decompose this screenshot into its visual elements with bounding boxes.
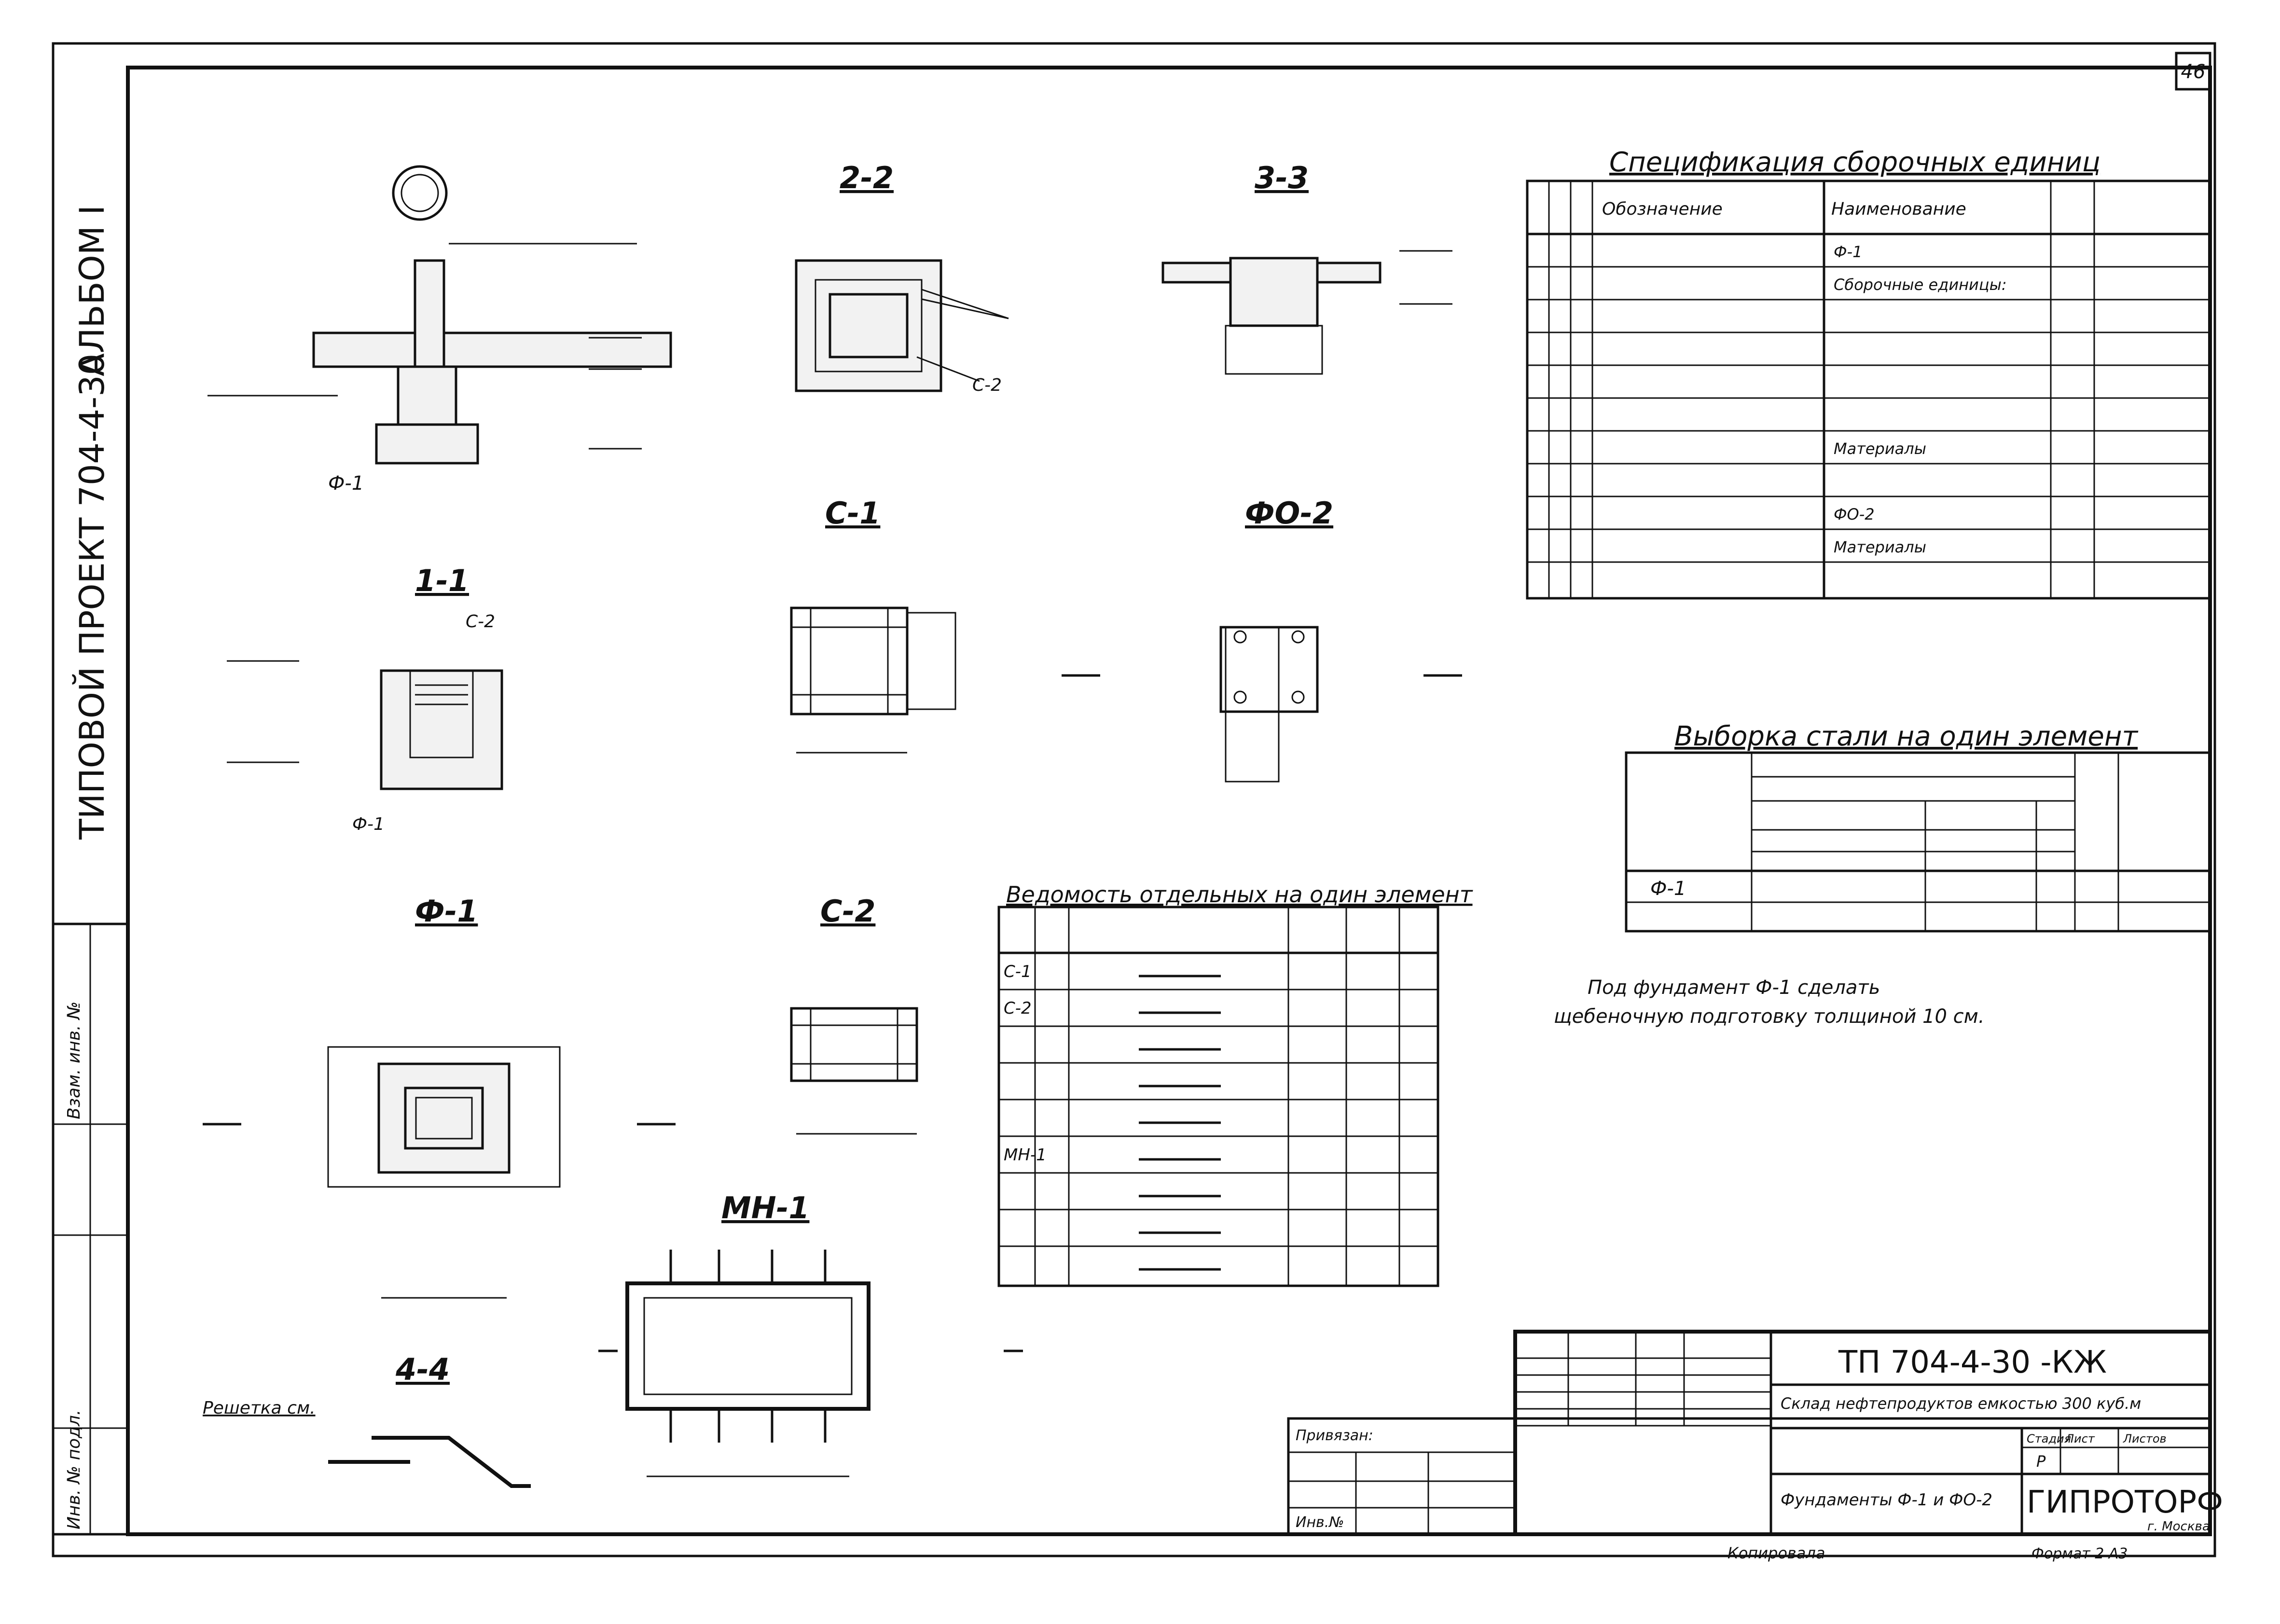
view-f-1-title: Ф-1: [415, 894, 478, 929]
tb-sheets-label: Листов: [2123, 1432, 2167, 1445]
spec-cell-name: Сборочные единицы:: [1834, 275, 2007, 294]
spec-cell-name: ФО-2: [1834, 505, 1875, 523]
view-c-2-title: С-2: [820, 894, 875, 929]
view-3-3-title: 3-3: [1255, 160, 1309, 195]
tb-kopiroval: Копировала: [1727, 1544, 1825, 1562]
margin-stamp-top: Взам. инв. №: [64, 1002, 84, 1119]
outer-frame: [52, 42, 2216, 1557]
view-4-4: 4-4 Решетка см.: [203, 1352, 531, 1488]
view-c-1-title: С-1: [825, 495, 880, 531]
steel-title: Выборка стали на один элемент: [1674, 721, 2138, 752]
steel-row: Ф-1: [1650, 878, 1686, 900]
spec-cell-name: Материалы: [1834, 440, 1926, 458]
steel-table: Выборка стали на один элемент Ф-1: [1625, 721, 2211, 933]
view-3-3: 3-3: [1161, 160, 1452, 375]
note-line-1: щебеночную подготовку толщиной 10 см.: [1554, 1005, 1985, 1028]
view-fo-2-title: ФО-2: [1245, 495, 1333, 531]
tb-stage-label: Стадия: [2027, 1432, 2071, 1445]
spec-header-1: Наименование: [1831, 199, 1966, 219]
left-margin: ТИПОВОЙ ПРОЕКТ 704-4-30 АЛЬБОМ I Взам. и…: [52, 205, 129, 1536]
foundation-note: Под фундамент Ф-1 сделать щебеночную под…: [1554, 977, 1985, 1028]
view-4-4-title: 4-4: [395, 1352, 450, 1387]
rebar-cell-mark: С-1: [1004, 962, 1032, 981]
spec-cell-name: Материалы: [1834, 538, 1926, 556]
tb-org-city: г. Москва: [2147, 1519, 2210, 1534]
view-2-2: 2-2 С-2: [795, 160, 1009, 395]
steel-cell: Ф-1: [1650, 878, 1686, 900]
view-1-1-label-0: С-2: [466, 612, 495, 632]
view-2-2-title: 2-2: [840, 160, 894, 195]
rebar-table: Ведомость отдельных на один элемент С-1С…: [997, 881, 1473, 1287]
view-mn-1-title: МН-1: [721, 1190, 809, 1225]
elevation-label-0: Ф-1: [328, 472, 364, 495]
tb-privyazan: Привязан:: [1296, 1427, 1373, 1444]
note-line-0: Под фундамент Ф-1 сделать: [1588, 977, 1880, 999]
view-f-1: Ф-1: [203, 894, 676, 1299]
tb-format: Формат 2 А3: [2031, 1545, 2128, 1562]
view-c-2: С-2: [790, 894, 918, 1135]
margin-album: АЛЬБОМ I: [72, 205, 112, 376]
tb-code: ТП 704-4-30 -КЖ: [1838, 1345, 2107, 1380]
tb-sheet-name: Фундаменты Ф-1 и ФО-2: [1781, 1490, 1992, 1510]
spec-table: Спецификация сборочных единиц Обозначени…: [1526, 147, 2211, 600]
spec-cell-name: Ф-1: [1834, 243, 1862, 261]
rebar-cell-mark: МН-1: [1004, 1145, 1047, 1165]
tb-object: Склад нефтепродуктов емкостью 300 куб.м: [1781, 1394, 2141, 1413]
tb-sheet-label: Лист: [2065, 1432, 2095, 1445]
view-c-1: С-1: [790, 495, 956, 754]
view-mn-1: МН-1: [598, 1190, 1023, 1477]
tb-inv: Инв.№: [1296, 1514, 1344, 1531]
view-fo-2: ФО-2: [1062, 495, 1462, 783]
view-1-1: 1-1 С-2 Ф-1: [227, 563, 503, 834]
title-block: Привязан: Инв.№ ТП 704-4-30 -КЖ Склад не…: [1287, 1330, 2223, 1562]
elevation-view: Ф-1: [207, 243, 672, 495]
rebar-title: Ведомость отдельных на один элемент: [1006, 881, 1473, 908]
margin-project: ТИПОВОЙ ПРОЕКТ 704-4-30: [72, 354, 112, 840]
tb-stage: Р: [2036, 1452, 2046, 1471]
view-4-4-label-0: Решетка см.: [203, 1398, 316, 1418]
margin-stamp-bottom: Инв. № подл.: [64, 1410, 84, 1529]
spec-header-0: Обозначение: [1602, 199, 1723, 219]
view-2-2-label-0: С-2: [972, 375, 1002, 395]
spec-title: Спецификация сборочных единиц: [1609, 147, 2100, 178]
view-1-1-title: 1-1: [415, 563, 469, 598]
tb-org: ГИПРОТОРФ: [2027, 1485, 2223, 1520]
view-marker-circle: [392, 165, 448, 221]
rebar-rows: С-1С-2МН-1: [999, 962, 1438, 1271]
sheet-number: 46: [2181, 61, 2206, 83]
rebar-cell-mark: С-2: [1004, 999, 1032, 1018]
view-1-1-label-1: Ф-1: [352, 814, 385, 834]
sheet-number-box: [2175, 52, 2211, 91]
